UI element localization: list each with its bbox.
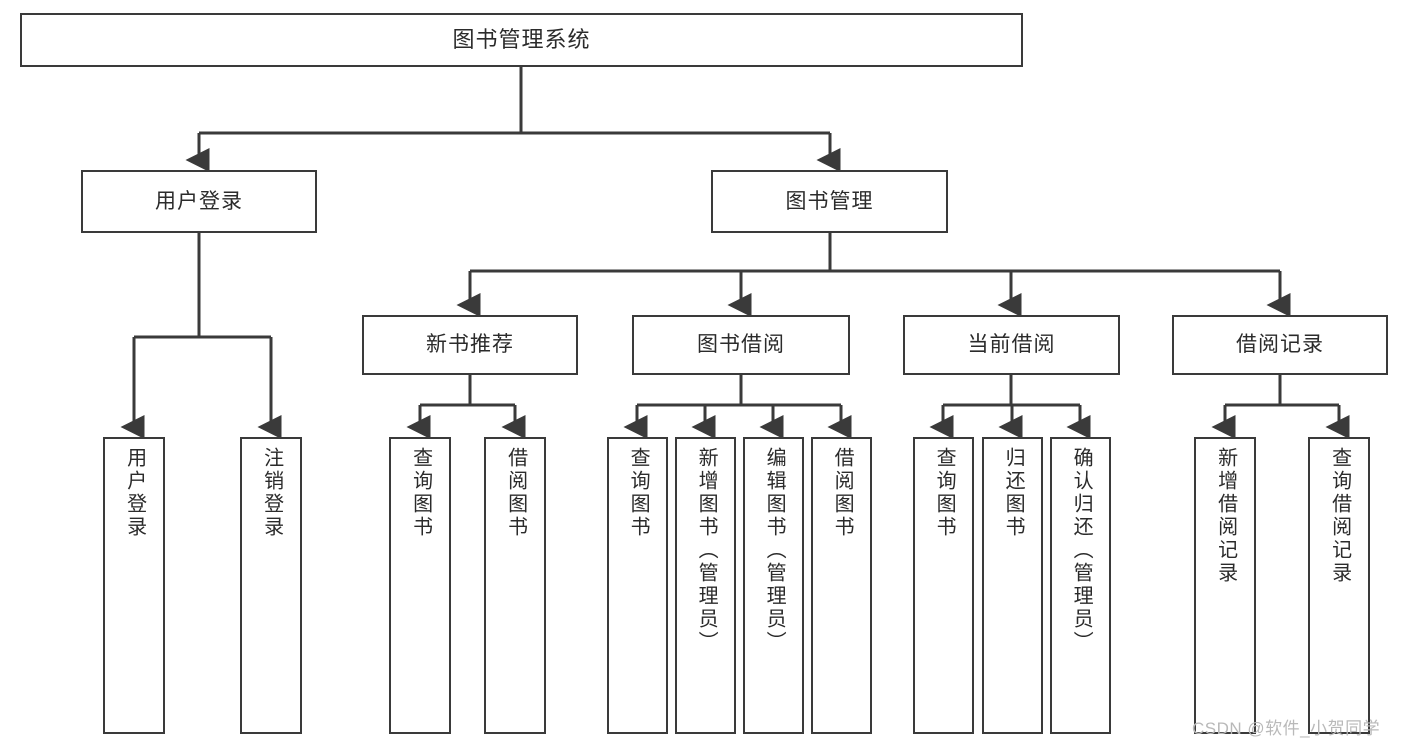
node-current-borrow[interactable]: 当前借阅 xyxy=(903,315,1120,375)
node-label: 查询借阅记录 xyxy=(1328,447,1351,585)
node-user-login[interactable]: 用户登录 xyxy=(81,170,317,233)
node-label: 编辑图书（管理员） xyxy=(763,447,786,654)
node-label: 图书借阅 xyxy=(697,333,785,357)
node-label: 借阅图书 xyxy=(504,447,527,539)
node-label: 用户登录 xyxy=(155,189,243,213)
leaf-query-book-borrow[interactable]: 查询图书 xyxy=(607,437,668,734)
watermark: CSDN @软件_小贺同学 xyxy=(1192,719,1381,738)
leaf-borrow-book-recommend[interactable]: 借阅图书 xyxy=(484,437,546,734)
node-label: 新书推荐 xyxy=(426,333,514,357)
node-root-system[interactable]: 图书管理系统 xyxy=(20,13,1023,67)
node-label: 借阅记录 xyxy=(1236,333,1324,357)
leaf-user-login[interactable]: 用户登录 xyxy=(103,437,165,734)
node-label: 图书管理 xyxy=(785,189,874,213)
leaf-query-book-recommend[interactable]: 查询图书 xyxy=(389,437,451,734)
leaf-add-borrow-record[interactable]: 新增借阅记录 xyxy=(1194,437,1256,734)
node-label: 查询图书 xyxy=(409,447,432,539)
node-label: 新增借阅记录 xyxy=(1214,447,1237,585)
leaf-user-logout[interactable]: 注销登录 xyxy=(240,437,302,734)
leaf-add-book-admin[interactable]: 新增图书（管理员） xyxy=(675,437,736,734)
node-label: 归还图书 xyxy=(1002,447,1025,539)
leaf-query-borrow-record[interactable]: 查询借阅记录 xyxy=(1308,437,1370,734)
node-label: 注销登录 xyxy=(260,447,283,539)
node-label: 新增图书（管理员） xyxy=(695,447,718,654)
node-label: 查询图书 xyxy=(933,447,956,539)
node-borrow-record[interactable]: 借阅记录 xyxy=(1172,315,1388,375)
leaf-confirm-return-admin[interactable]: 确认归还（管理员） xyxy=(1050,437,1111,734)
node-book-management[interactable]: 图书管理 xyxy=(711,170,948,233)
leaf-borrow-book[interactable]: 借阅图书 xyxy=(811,437,872,734)
node-label: 图书管理系统 xyxy=(452,26,591,52)
leaf-return-book[interactable]: 归还图书 xyxy=(982,437,1043,734)
node-label: 确认归还（管理员） xyxy=(1070,447,1093,654)
node-label: 当前借阅 xyxy=(967,333,1056,357)
leaf-edit-book-admin[interactable]: 编辑图书（管理员） xyxy=(743,437,804,734)
node-label: 查询图书 xyxy=(627,447,650,539)
node-label: 用户登录 xyxy=(123,447,146,539)
leaf-query-book-current[interactable]: 查询图书 xyxy=(913,437,974,734)
node-label: 借阅图书 xyxy=(831,447,854,539)
node-new-book-recommend[interactable]: 新书推荐 xyxy=(362,315,578,375)
node-book-borrow[interactable]: 图书借阅 xyxy=(632,315,850,375)
